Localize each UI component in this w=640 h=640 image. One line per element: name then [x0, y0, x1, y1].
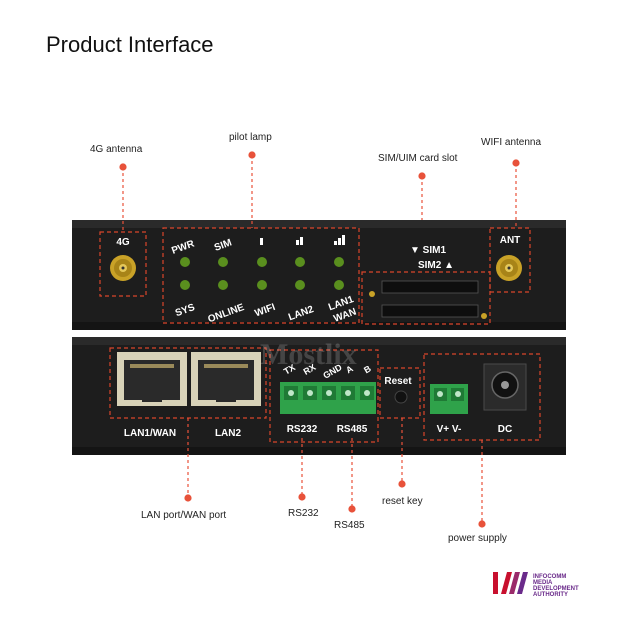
reset-button[interactable]	[394, 390, 408, 404]
logo-line-4: AUTHORITY	[533, 592, 568, 598]
page-title: Product Interface	[46, 32, 214, 57]
rs485-label: RS485	[337, 424, 368, 435]
callout-rs485: RS485	[334, 520, 365, 531]
pin-label-a: A	[344, 363, 355, 375]
watermark: Mostlix	[260, 338, 357, 371]
sim1-slot[interactable]	[381, 280, 479, 294]
callout-sim-slot: SIM/UIM card slot	[378, 153, 458, 164]
pin-label-tx: TX	[282, 362, 297, 376]
pin-label-b: B	[362, 363, 373, 375]
callout-rs232: RS232	[288, 508, 319, 519]
sim-slot-indicator-right	[481, 313, 487, 319]
sim1-label: ▼ SIM1	[410, 245, 446, 256]
callout-wifi-antenna: WIFI antenna	[481, 137, 542, 148]
sim-slot-box	[361, 271, 491, 325]
antenna-4g-box	[99, 231, 147, 297]
led-pwr	[180, 257, 190, 267]
callout-lan-wan-port: LAN port/WAN port	[141, 510, 227, 521]
led-sys	[180, 280, 190, 290]
sim-slot-indicator-left	[369, 291, 375, 297]
imda-logo: INFOCOMM MEDIA DEVELOPMENT AUTHORITY	[493, 572, 579, 598]
led-signal-2	[295, 257, 305, 267]
led-sim	[218, 257, 228, 267]
signal-1-icon	[260, 238, 263, 245]
antenna-wifi-connector-icon	[496, 255, 522, 281]
front-panel: 4G PWR SIM	[72, 220, 566, 330]
lan1-port[interactable]	[117, 352, 187, 406]
power-terminal-block[interactable]	[430, 384, 468, 414]
led-lan2	[295, 280, 305, 290]
callout-power-supply: power supply	[448, 533, 507, 544]
lan1-label: LAN1/WAN	[124, 428, 176, 439]
led-row-top	[180, 257, 344, 267]
sim2-slot[interactable]	[381, 304, 479, 318]
dc-label: DC	[498, 424, 512, 435]
led-signal-1	[257, 257, 267, 267]
serial-terminal-box	[269, 349, 379, 443]
signal-2-icon	[296, 237, 303, 245]
signal-3-icon	[334, 235, 345, 245]
antenna-4g-label: 4G	[116, 237, 130, 248]
logo-line-3: DEVELOPMENT	[533, 586, 579, 592]
led-online	[218, 280, 228, 290]
led-row-bottom	[180, 280, 344, 290]
antenna-wifi-label: ANT	[500, 235, 521, 246]
led-signal-3	[334, 257, 344, 267]
lan2-label: LAN2	[215, 428, 242, 439]
callout-pilot-lamp: pilot lamp	[229, 132, 272, 143]
power-pins-label: V+ V-	[437, 424, 462, 435]
callout-lines	[119, 151, 520, 528]
reset-label: Reset	[384, 376, 412, 387]
pilot-lamp-box	[162, 227, 360, 324]
callout-4g-antenna: 4G antenna	[90, 144, 143, 155]
logo-line-2: MEDIA	[533, 580, 553, 586]
reset-box	[379, 367, 421, 419]
dc-jack[interactable]	[483, 363, 527, 411]
led-lan1	[334, 280, 344, 290]
back-panel: LAN1/WAN LAN2 TX RX GND A B RS232	[72, 337, 566, 455]
callout-reset-key: reset key	[382, 496, 423, 507]
antenna-wifi-box	[489, 227, 531, 293]
logo-line-1: INFOCOMM	[533, 574, 566, 580]
serial-terminal-block[interactable]	[280, 382, 376, 414]
front-panel-body	[72, 220, 566, 330]
sim2-label: SIM2 ▲	[418, 260, 454, 271]
led-wifi	[257, 280, 267, 290]
rs232-label: RS232	[287, 424, 318, 435]
antenna-4g-connector-icon	[110, 255, 136, 281]
lan2-port[interactable]	[191, 352, 261, 406]
